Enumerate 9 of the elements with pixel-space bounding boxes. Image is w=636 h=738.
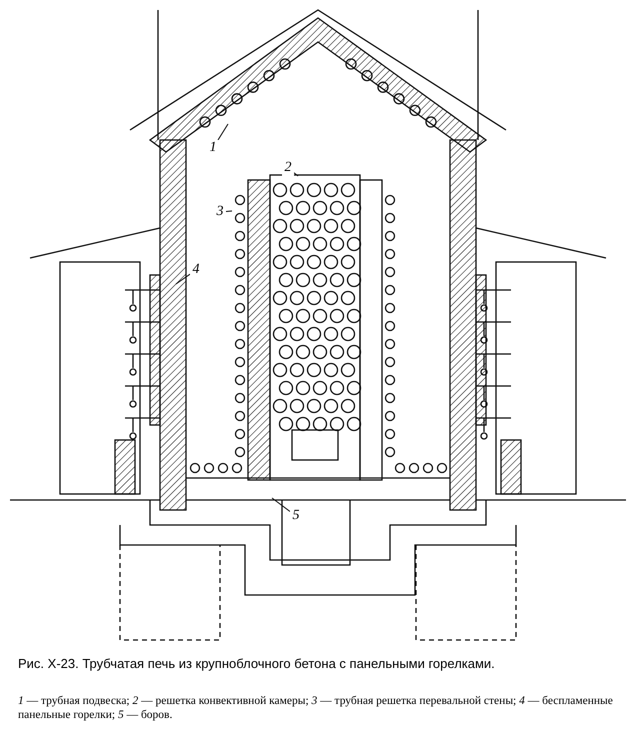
figure-caption: 1 — трубная подвеска; 2 — решетка конвективной камеры; 3 — трубная решетка перевальной стены; 4 — беспламенные панельные горелки; 5 — боров. — [18, 694, 614, 722]
callout-number: 2 — [282, 160, 294, 176]
leader-line — [272, 498, 290, 512]
leader-line — [218, 124, 228, 140]
callout-number: 4 — [190, 262, 202, 278]
leader-line — [294, 172, 298, 176]
leader-line — [176, 274, 190, 284]
figure-title: Рис. X-23. Трубчатая печь из крупноблочного бетона с панельными горелками. — [18, 656, 496, 672]
leader-line — [226, 210, 232, 212]
